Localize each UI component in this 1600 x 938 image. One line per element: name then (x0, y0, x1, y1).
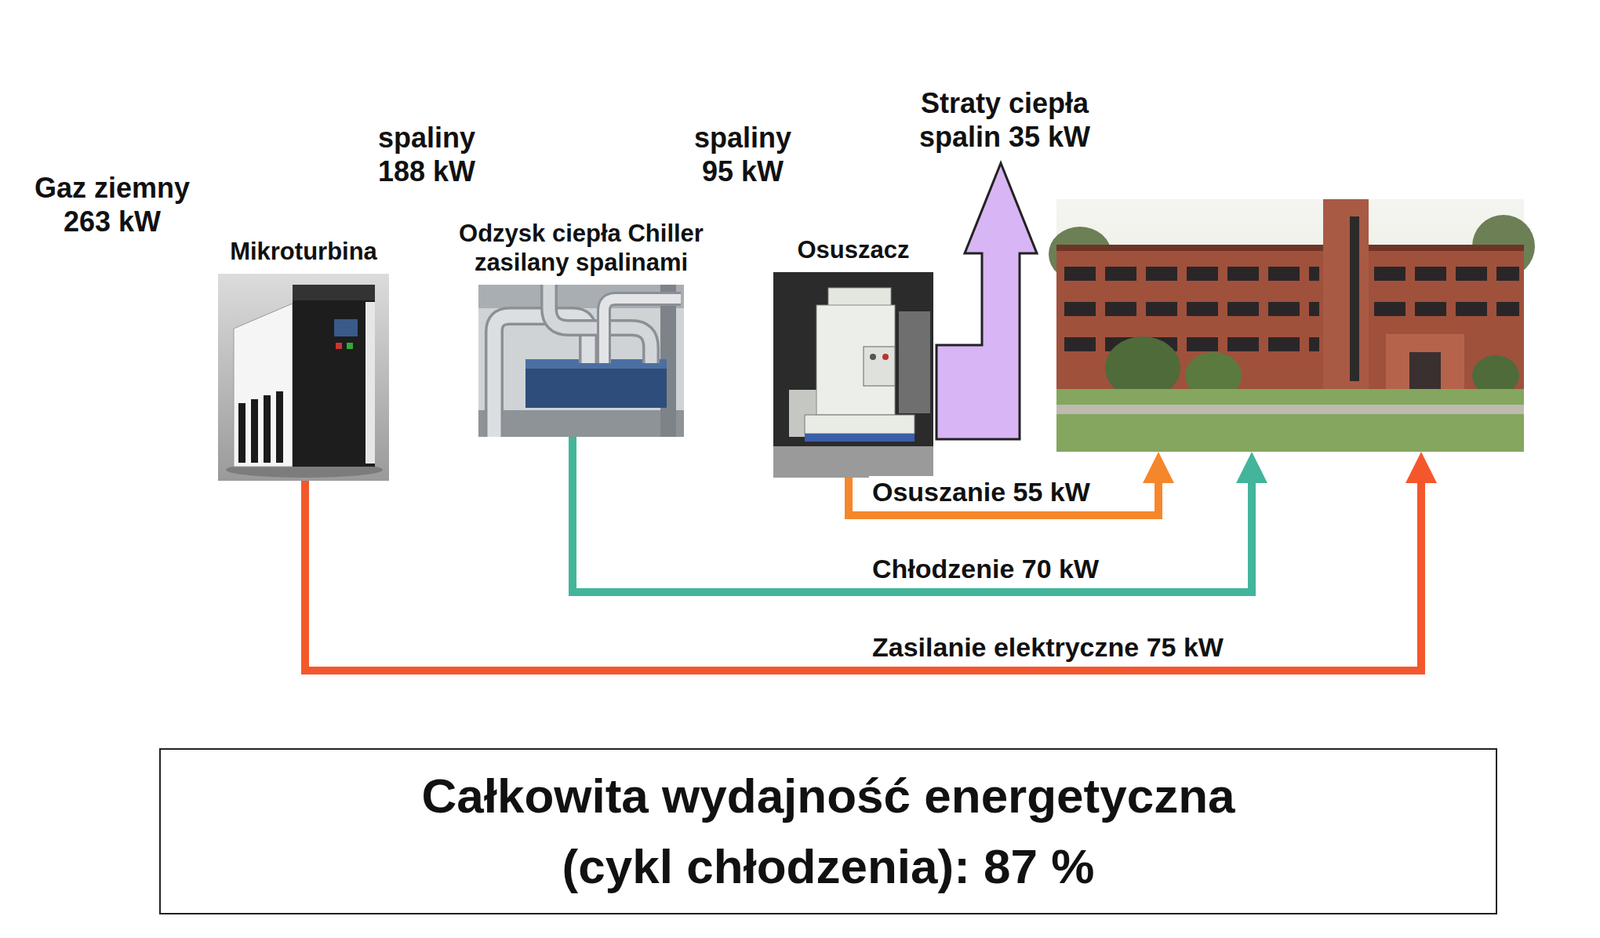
exhaust-label: spaliny 95 kW (680, 120, 806, 189)
microturbine-photo-part (365, 301, 375, 464)
microturbine-photo-part (263, 395, 271, 463)
building-node (1056, 199, 1524, 452)
flow-line (305, 480, 1422, 671)
building-photo-part (1056, 199, 1524, 452)
microturbine-photo (218, 273, 390, 481)
flow-value: Osuszanie 55 kW (869, 476, 1094, 509)
photo-frame (773, 272, 934, 478)
microturbine-node: Mikroturbina (185, 236, 422, 481)
building-photo-part (1064, 301, 1320, 317)
microturbine-photo-part (334, 319, 358, 337)
building-photo-part (1409, 352, 1441, 390)
dehumidifier-photo-part (863, 346, 895, 386)
flow-value: Zasilanie elektryczne 75 kW (869, 631, 1227, 664)
building-photo-part (1056, 404, 1524, 415)
microturbine-photo-part (250, 399, 259, 463)
chiller-node: Odzysk ciepła Chiller zasilany spalinami (432, 218, 731, 437)
arrow-head (1142, 451, 1175, 484)
chiller-photo (478, 284, 684, 437)
dehumidifier-photo-part (804, 433, 915, 442)
building-photo-part (1064, 337, 1320, 352)
input-label: Gaz ziemny 263 kW (21, 170, 203, 239)
node-heading: Odzysk ciepła Chiller zasilany spalinami (432, 218, 731, 285)
node-heading: Mikroturbina (185, 236, 422, 274)
heat-loss-label: Straty ciepła spalin 35 kW (906, 86, 1103, 154)
exhaust-label: spaliny 188 kW (363, 120, 490, 189)
dehumidifier-node: Osuszacz (751, 235, 956, 478)
microturbine-photo-part (233, 303, 293, 467)
arrow-head (1405, 451, 1437, 484)
microturbine-photo-part (292, 297, 375, 467)
chiller-photo-part (478, 284, 684, 437)
chiller-photo-part (478, 410, 684, 437)
photo-frame (218, 273, 390, 481)
chiller-photo-part (603, 298, 681, 364)
dehumidifier-photo-part (816, 305, 895, 415)
dehumidifier-photo-part (869, 353, 877, 360)
building-photo-part (1374, 266, 1520, 281)
microturbine-photo-part (238, 403, 246, 463)
microturbine-photo-part (276, 391, 284, 463)
power-flow (305, 451, 1437, 671)
exhaust-loss-arrow (936, 163, 1037, 440)
dehumidifier-photo-part (773, 446, 934, 478)
building-photo-part (1374, 301, 1520, 317)
chiller-photo-part (525, 359, 667, 408)
dehumidifier-photo-part (828, 287, 891, 308)
dehumidifier-photo-part (898, 311, 931, 414)
building-photo-part (1064, 266, 1320, 281)
building-photo-part (1056, 389, 1524, 452)
flow-line (572, 436, 1252, 593)
chiller-photo-part (603, 298, 681, 364)
efficiency-box: Całkowita wydajność energetyczna (cykl c… (159, 748, 1498, 915)
dehumidifier-photo-part (773, 272, 934, 478)
building-photo (1048, 199, 1535, 452)
dehumidifier-photo-part (804, 414, 915, 434)
arrow-head (1236, 451, 1268, 484)
cooling-flow (572, 436, 1268, 593)
dehumidifier-photo (773, 272, 934, 478)
microturbine-photo-part (292, 284, 375, 301)
summary-text: Całkowita wydajność energetyczna (cykl c… (396, 760, 1260, 902)
building-photo-part (1323, 199, 1369, 390)
dehumidification-flow (848, 451, 1175, 516)
photo-frame (1056, 199, 1524, 452)
dehumidifier-photo-part (882, 353, 889, 360)
microturbine-photo-part (335, 342, 342, 350)
microturbine-photo-part (218, 273, 390, 481)
building-photo-part (1349, 216, 1360, 382)
building-photo-part (1056, 244, 1524, 251)
node-heading: Osuszacz (751, 235, 956, 273)
photo-frame (478, 284, 684, 437)
flow-value: Chłodzenie 70 kW (869, 552, 1102, 586)
building-photo-part (1385, 334, 1465, 390)
microturbine-photo-part (346, 342, 353, 350)
